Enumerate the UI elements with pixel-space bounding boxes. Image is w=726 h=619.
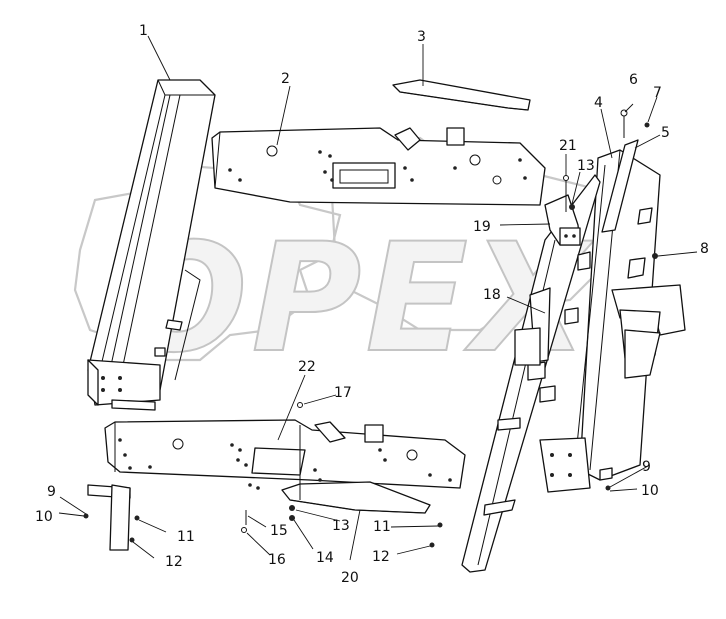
callout-6: 6 — [629, 72, 638, 88]
part-19-plate — [544, 175, 581, 246]
part-2-upper-plate — [211, 127, 546, 206]
part-20-plate — [281, 481, 431, 514]
callout-14: 14 — [316, 550, 334, 566]
callout-9-right: 9 — [642, 459, 651, 475]
callout-5: 5 — [661, 125, 670, 141]
part-22-lower-plate — [104, 419, 466, 490]
callout-13-lower: 13 — [332, 518, 350, 534]
callout-7: 7 — [653, 85, 662, 101]
right-brackets — [611, 207, 686, 379]
lower-left-hanger — [83, 484, 140, 551]
callout-10-right: 10 — [641, 483, 659, 499]
callout-9-left: 9 — [47, 484, 56, 500]
callout-21: 21 — [559, 138, 577, 154]
part-18-bracket — [514, 287, 551, 366]
callout-20: 20 — [341, 570, 359, 586]
callout-11-left: 11 — [177, 529, 195, 545]
part-1-left-crossmember — [87, 79, 216, 411]
leader-lines — [58, 35, 698, 561]
callout-8: 8 — [700, 241, 709, 257]
callout-12-left: 12 — [165, 554, 183, 570]
callout-1: 1 — [139, 23, 148, 39]
callout-18: 18 — [483, 287, 501, 303]
callout-3: 3 — [417, 29, 426, 45]
callouts: 1 2 3 4 5 6 7 8 9 9 10 10 11 11 12 12 13… — [35, 23, 709, 586]
part-3-bracket — [392, 79, 531, 111]
callout-4: 4 — [594, 95, 603, 111]
callout-22: 22 — [298, 359, 316, 375]
callout-17: 17 — [334, 385, 352, 401]
callout-2: 2 — [281, 71, 290, 87]
callout-13-upper: 13 — [577, 158, 595, 174]
callout-15: 15 — [270, 523, 288, 539]
callout-11-right: 11 — [373, 519, 391, 535]
lower-fasteners — [241, 402, 611, 548]
callout-19: 19 — [473, 219, 491, 235]
callout-10-left: 10 — [35, 509, 53, 525]
callout-12-right: 12 — [372, 549, 390, 565]
callout-16: 16 — [268, 552, 286, 568]
